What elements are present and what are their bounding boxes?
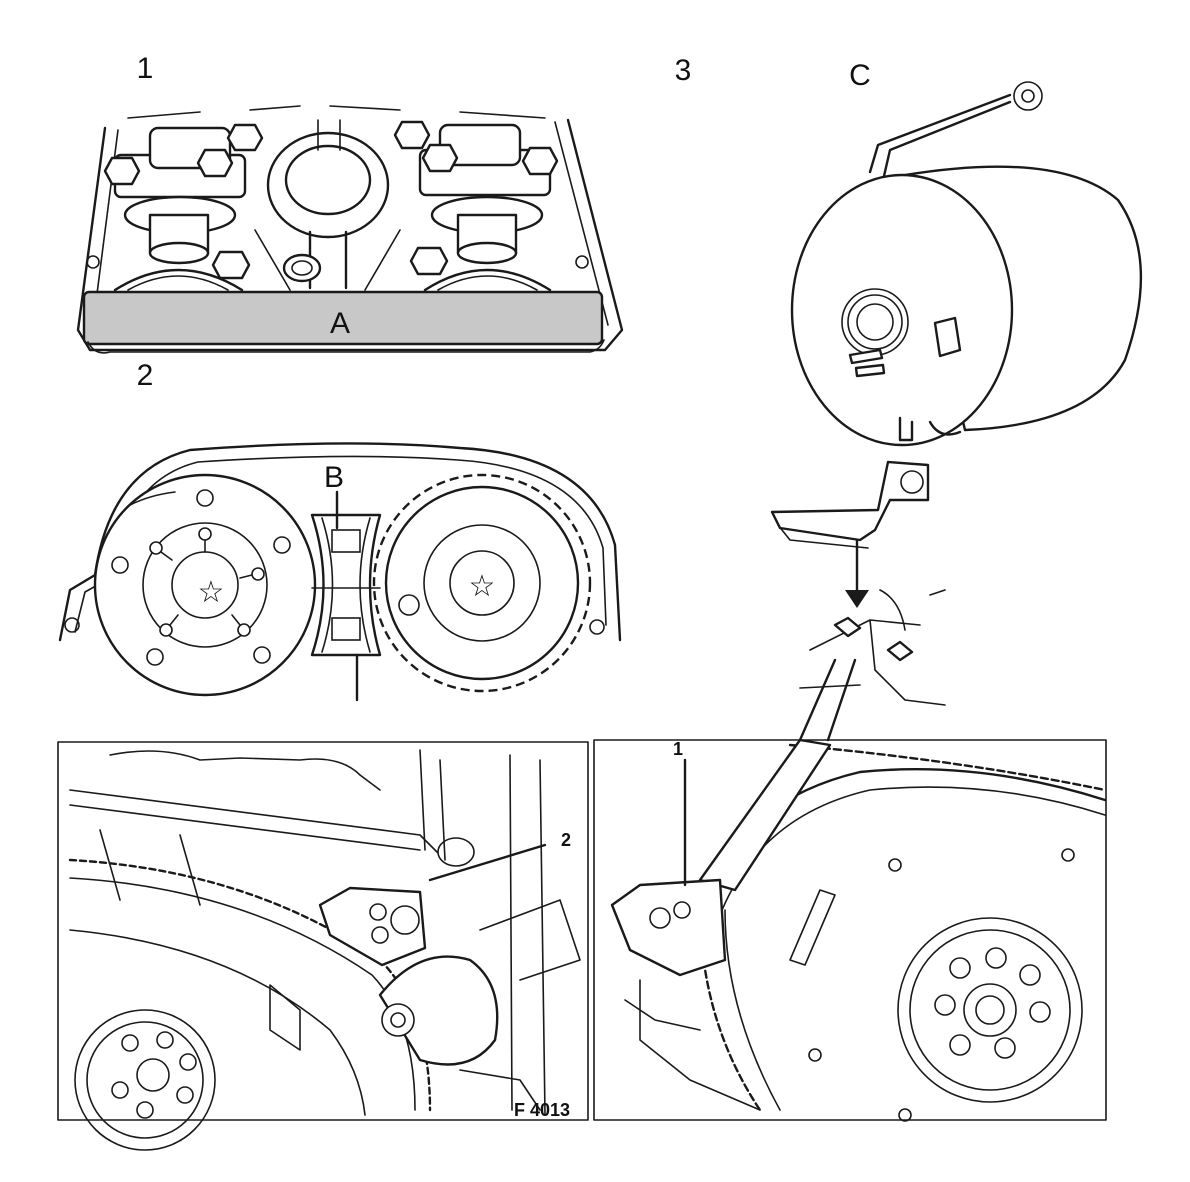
camshaft-alignment-plate [82,290,604,346]
tool-a-label: A [330,307,350,340]
callout-right-label: 1 [673,739,683,759]
right-detail-panel: 1 [593,738,1107,1122]
star-right-label: ☆ [469,570,496,603]
callout-left-label: 2 [561,830,571,850]
flywheel-tool-panel [770,81,1143,742]
figure-code-label: F 4013 [514,1100,570,1120]
step-2-label: 2 [137,359,154,392]
tool-c-label: C [849,59,871,92]
camshaft-panel [76,105,624,354]
tool-b-label: B [324,461,344,494]
star-left-label: ☆ [198,576,225,609]
step-3-label: 3 [675,54,692,87]
cam-sprocket-panel: ☆ ☆ [58,442,622,702]
arrow-head [845,590,869,608]
left-detail-panel: 2 F 4013 [57,741,589,1151]
step-1-label: 1 [137,52,154,85]
